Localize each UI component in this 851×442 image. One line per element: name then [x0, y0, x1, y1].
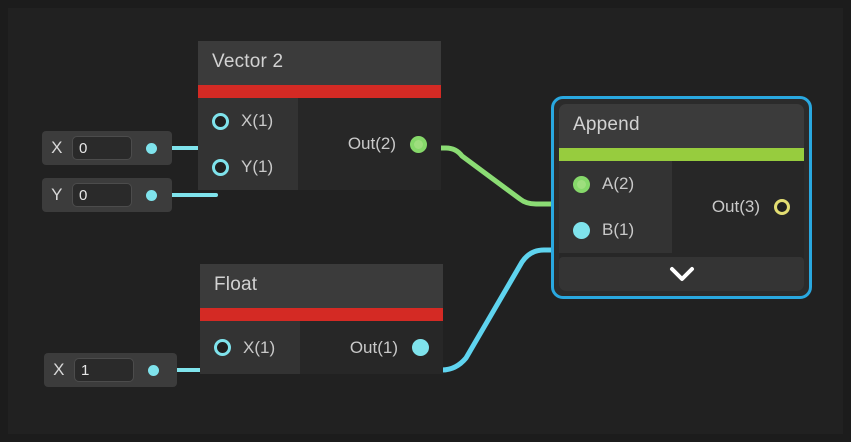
- value-input-y0[interactable]: [72, 183, 132, 207]
- port-ring-icon[interactable]: [412, 339, 429, 356]
- port-ring-icon[interactable]: [573, 221, 590, 239]
- value-field-label: Y: [51, 185, 63, 204]
- port-label: Y(1): [241, 157, 274, 176]
- node-title-append: Append: [559, 104, 804, 148]
- value-field-label: X: [53, 360, 65, 379]
- port-ring-icon[interactable]: [573, 175, 590, 193]
- port-label: Out(1): [349, 337, 398, 357]
- node-float[interactable]: Float X(1) Out(1): [200, 264, 443, 374]
- value-field-row-x1[interactable]: X: [44, 353, 177, 387]
- input-port-y[interactable]: Y(1): [198, 144, 298, 190]
- value-input-x0[interactable]: [72, 136, 132, 160]
- input-port-column: X(1) Y(1): [198, 98, 298, 190]
- output-port-column: Out(3): [672, 161, 804, 253]
- input-port-column: A(2) B(1): [559, 161, 672, 253]
- value-input-x1[interactable]: [74, 358, 134, 382]
- output-port-column: Out(1): [300, 321, 443, 374]
- port-label: A(2): [602, 174, 635, 193]
- output-port-column: Out(2): [298, 98, 441, 190]
- input-port-column: X(1): [200, 321, 300, 374]
- port-ring-icon[interactable]: [410, 135, 427, 153]
- node-accent-bar: [200, 308, 443, 321]
- output-dot-icon[interactable]: [146, 142, 157, 154]
- output-port-out3[interactable]: Out(3): [672, 161, 804, 253]
- input-port-x[interactable]: X(1): [200, 321, 300, 374]
- input-port-b[interactable]: B(1): [559, 207, 672, 253]
- value-field-row-y0[interactable]: Y: [42, 178, 172, 212]
- output-dot-icon[interactable]: [148, 364, 159, 376]
- value-field-row-x0[interactable]: X: [42, 131, 172, 165]
- node-accent-bar: [559, 148, 804, 161]
- node-vector2[interactable]: Vector 2 X(1) Y(1) Out(2): [198, 41, 441, 190]
- output-port-out2[interactable]: Out(2): [298, 98, 441, 190]
- port-label: X(1): [241, 111, 274, 130]
- port-label: X(1): [243, 337, 276, 357]
- port-label: Out(2): [347, 134, 396, 153]
- output-dot-icon[interactable]: [146, 189, 157, 201]
- node-expand-toggle[interactable]: [559, 257, 804, 291]
- node-title-float: Float: [200, 264, 443, 308]
- node-title-vector2: Vector 2: [198, 41, 441, 85]
- output-port-out1[interactable]: Out(1): [300, 321, 443, 374]
- node-append[interactable]: Append A(2) B(1) Out(3): [551, 96, 812, 299]
- port-label: Out(3): [711, 197, 760, 216]
- port-ring-icon[interactable]: [774, 199, 790, 215]
- input-port-a[interactable]: A(2): [559, 161, 672, 207]
- port-ring-icon[interactable]: [214, 339, 231, 356]
- port-ring-icon[interactable]: [212, 158, 229, 176]
- chevron-down-icon: [669, 267, 694, 281]
- port-ring-icon[interactable]: [212, 112, 229, 130]
- port-label: B(1): [602, 220, 635, 239]
- value-field-label: X: [51, 138, 63, 157]
- node-accent-bar: [198, 85, 441, 98]
- input-port-x[interactable]: X(1): [198, 98, 298, 144]
